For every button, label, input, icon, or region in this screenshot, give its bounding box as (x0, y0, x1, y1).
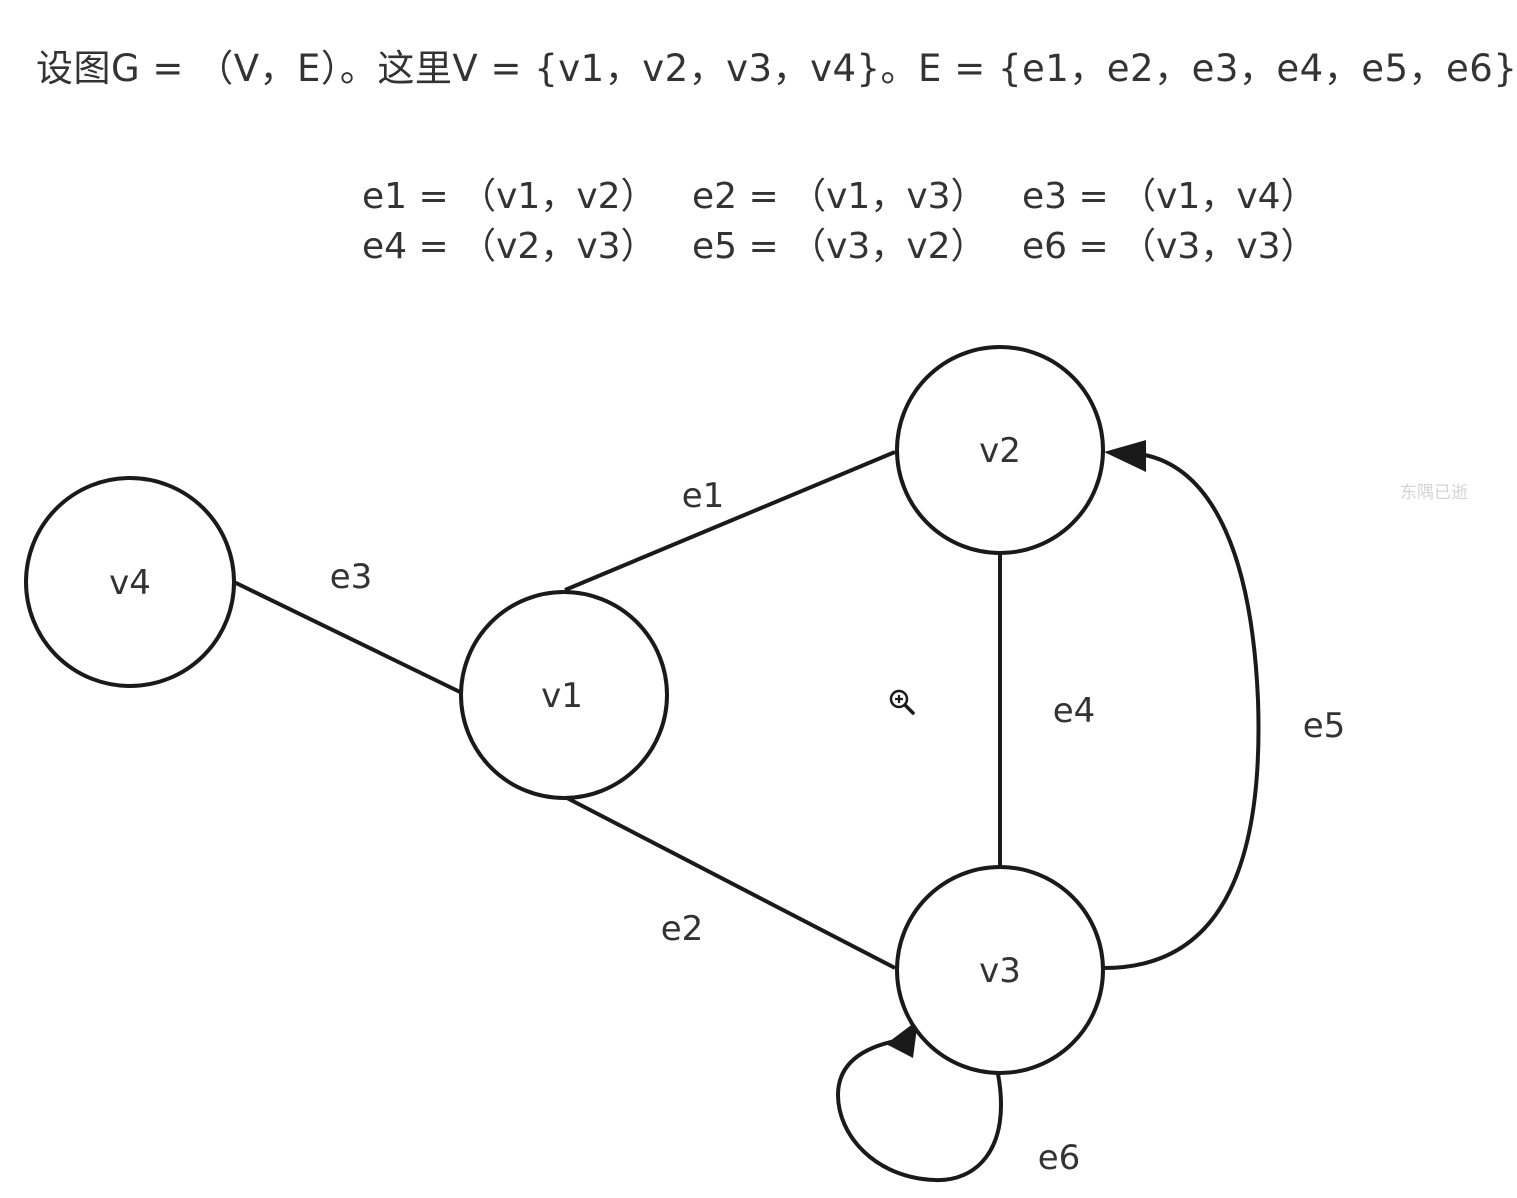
edge-label-e1: e1 (682, 476, 725, 516)
node-v2 (895, 345, 1105, 555)
node-label-v3: v3 (979, 951, 1021, 991)
edge-e1 (564, 450, 896, 592)
edge-definition-e2: e2 = （v1，v3） (692, 176, 987, 217)
edge-e2 (566, 796, 896, 970)
edge-e6 (835, 1038, 1004, 1183)
edge-definition-e3: e3 = （v1，v4） (1022, 176, 1317, 217)
edge-definitions-row-1: e1 = （v1，v2） e2 = （v1，v3） e3 = （v1，v4） (362, 172, 1352, 222)
node-label-v1: v1 (541, 676, 583, 716)
edge-e6-arrowhead (886, 1020, 918, 1058)
node-v4 (24, 476, 236, 688)
edge-e3 (233, 580, 461, 694)
edge-definition-e6: e6 = （v3，v3） (1022, 226, 1317, 267)
edge-label-e3: e3 (330, 557, 373, 597)
edge-label-e4: e4 (1053, 691, 1096, 731)
edge-definitions: e1 = （v1，v2） e2 = （v1，v3） e3 = （v1，v4） e… (362, 172, 1352, 272)
edge-e5 (1103, 453, 1261, 970)
graph-diagram: v4 v1 v2 v3 e1 e2 e3 e4 e5 e6 (24, 345, 1346, 1183)
node-v3 (895, 865, 1105, 1075)
node-label-v4: v4 (109, 563, 151, 603)
node-label-v2: v2 (979, 431, 1021, 471)
edge-definition-e1: e1 = （v1，v2） (362, 176, 657, 217)
edge-definition-e5: e5 = （v3，v2） (692, 226, 987, 267)
edge-definitions-row-2: e4 = （v2，v3） e5 = （v3，v2） e6 = （v3，v3） (362, 222, 1352, 272)
edge-definition-e4: e4 = （v2，v3） (362, 226, 657, 267)
zoom-in-icon (889, 689, 915, 715)
graph-definition-heading: 设图G = （V，E）。这里V = {v1，v2，v3，v4}。E = {e1，… (36, 47, 1517, 90)
watermark-text: 东隅已逝 (1400, 483, 1468, 503)
node-v1 (459, 590, 669, 800)
edge-label-e2: e2 (661, 909, 704, 949)
edge-label-e5: e5 (1303, 706, 1346, 746)
edge-label-e6: e6 (1038, 1138, 1081, 1178)
edge-e5-arrowhead (1104, 440, 1146, 472)
